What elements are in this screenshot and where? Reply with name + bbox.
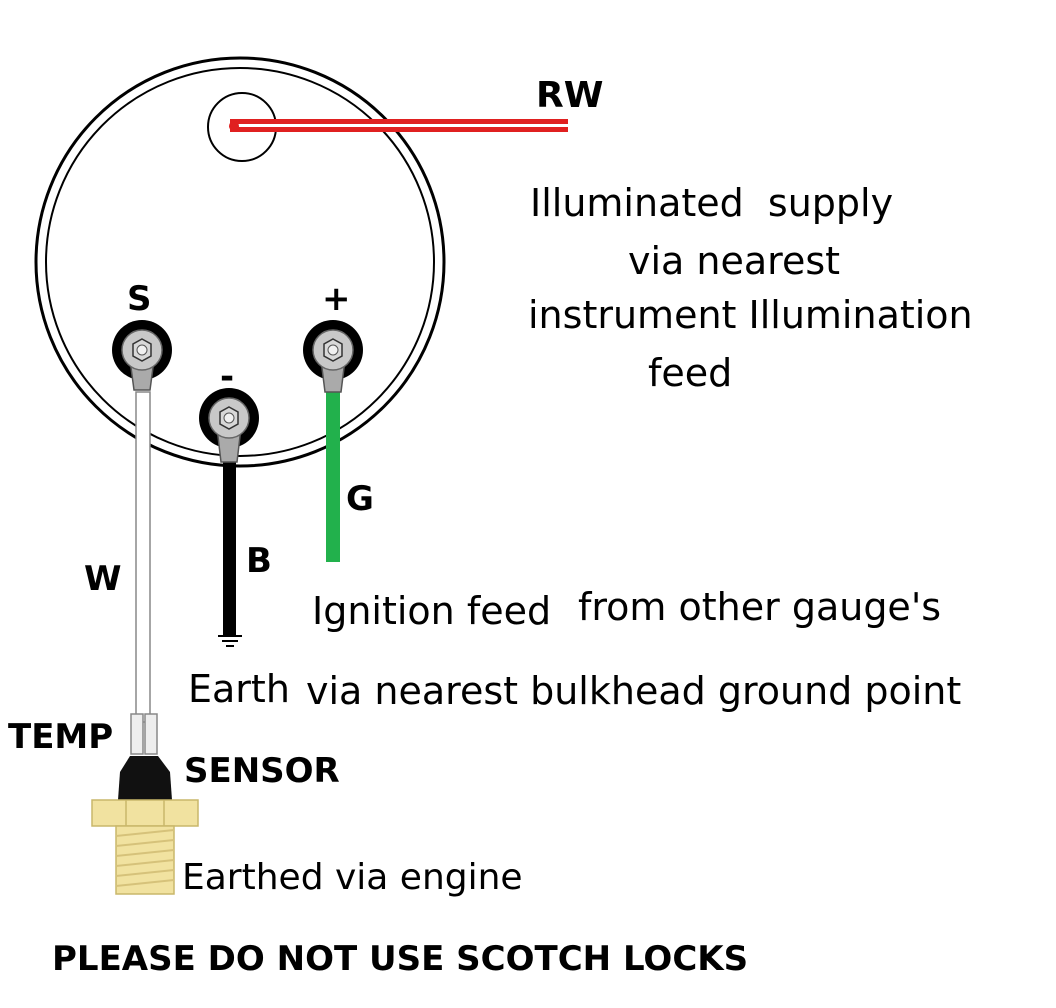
w-wire: [135, 391, 151, 723]
b-wire-label: B: [246, 541, 272, 581]
temp-sensor: [91, 713, 199, 895]
sensor-label-line1: TEMP: [8, 717, 114, 757]
g-wire-label: G: [346, 479, 374, 519]
earth-note-part2: via nearest bulkhead ground point: [306, 669, 962, 713]
b-wire: [218, 462, 242, 647]
terminal-s-stud: [112, 320, 172, 391]
sensor-earth-note: Earthed via engine: [182, 857, 523, 898]
warning-note: PLEASE DO NOT USE SCOTCH LOCKS: [52, 939, 749, 979]
illumination-note-line3: instrument Illumination: [528, 293, 973, 337]
terminal-plus-label: +: [322, 279, 351, 319]
g-wire: [326, 392, 340, 562]
illumination-note-line1: Illuminated supply: [530, 181, 894, 225]
illumination-note-line2: via nearest: [628, 239, 841, 283]
illumination-note-line4: feed: [648, 351, 733, 395]
terminal-s-label: S: [127, 279, 152, 319]
w-wire-label: W: [84, 559, 122, 599]
earth-note-part1: Earth: [188, 667, 290, 711]
rw-wire: [229, 119, 568, 132]
ignition-note-part1: Ignition feed: [312, 589, 552, 633]
terminal-minus-label: -: [220, 357, 235, 397]
rw-wire-label: RW: [536, 75, 604, 116]
ignition-note-part2: from other gauge's: [578, 585, 942, 629]
terminal-minus-stud: [199, 388, 259, 463]
sensor-label-line2: SENSOR: [184, 751, 340, 791]
terminal-plus-stud: [303, 320, 363, 393]
